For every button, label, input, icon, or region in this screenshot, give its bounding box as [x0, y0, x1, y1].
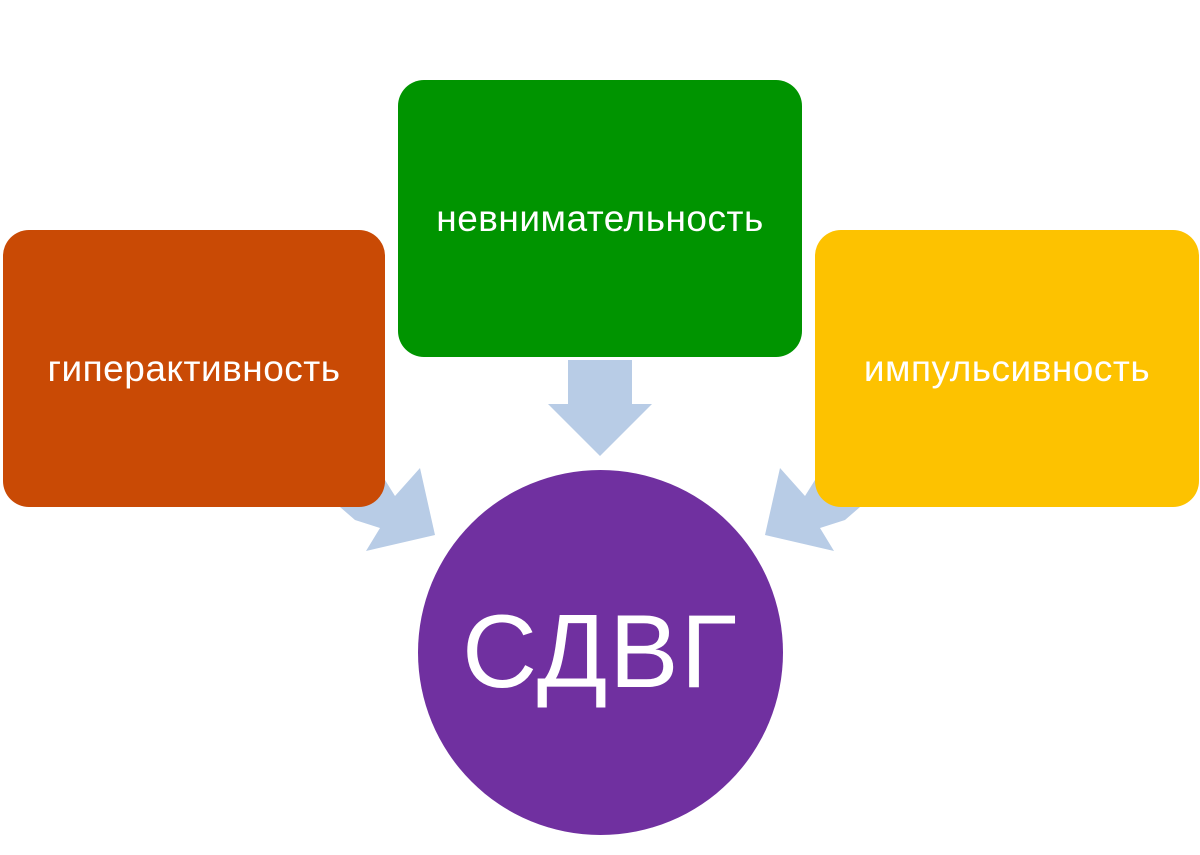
arrow-right-to-core	[765, 468, 860, 551]
hyperactivity-label: гиперактивность	[47, 347, 341, 389]
adhd-label: СДВГ	[462, 594, 739, 710]
impulsivity-box: импульсивность	[815, 230, 1199, 507]
hyperactivity-box: гиперактивность	[3, 230, 385, 507]
inattention-box: невнимательность	[398, 80, 802, 357]
adhd-circle: СДВГ	[418, 470, 783, 835]
impulsivity-label: импульсивность	[863, 347, 1151, 389]
inattention-label: невнимательность	[436, 197, 764, 239]
arrow-center-to-core	[548, 360, 652, 456]
arrow-left-to-core	[340, 468, 435, 551]
